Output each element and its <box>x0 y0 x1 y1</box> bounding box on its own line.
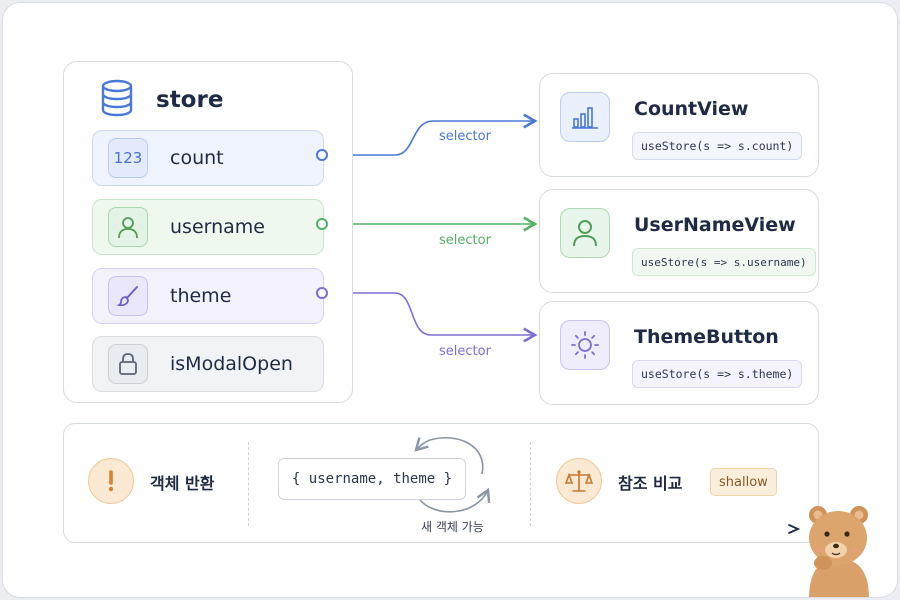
edge-theme-to-themebutton <box>327 292 538 343</box>
cycle-arrows-icon <box>414 436 491 513</box>
field-label-count: count <box>170 147 224 169</box>
component-countview[interactable]: CountView useStore(s => s.count) <box>539 73 819 177</box>
selector-code-themebutton: useStore(s => s.theme) <box>632 360 803 388</box>
user-icon <box>108 207 148 247</box>
edge-label-username: selector <box>439 233 491 248</box>
component-usernameview[interactable]: UserNameView useStore(s => s.username) <box>539 189 819 293</box>
scale-icon <box>556 458 602 504</box>
field-label-username: username <box>170 216 265 238</box>
edge-label-theme: selector <box>439 344 491 359</box>
store-field-count[interactable]: 123 count <box>92 130 324 186</box>
divider-left <box>248 442 249 526</box>
store-field-ismodalopen[interactable]: isModalOpen <box>92 336 324 392</box>
edge-label-count: selector <box>439 129 491 144</box>
brush-icon <box>108 276 148 316</box>
store-field-theme[interactable]: theme <box>92 268 324 324</box>
warning-icon <box>88 458 134 504</box>
object-return-code: { username, theme } <box>278 458 466 500</box>
divider-right <box>530 442 531 526</box>
selector-code-usernameview: useStore(s => s.username) <box>632 248 816 276</box>
component-title-countview: CountView <box>634 98 749 120</box>
user-icon <box>560 208 610 258</box>
shallow-badge: shallow <box>710 468 777 496</box>
field-label-theme: theme <box>170 285 232 307</box>
port-count[interactable] <box>316 149 328 161</box>
database-icon <box>100 79 134 121</box>
port-theme[interactable] <box>316 287 328 299</box>
component-title-themebutton: ThemeButton <box>634 326 779 348</box>
store-panel: store 123 count username theme isModalOp… <box>63 61 353 403</box>
sun-icon <box>560 320 610 370</box>
component-themebutton[interactable]: ThemeButton useStore(s => s.theme) <box>539 301 819 405</box>
bar-chart-icon <box>560 92 610 142</box>
bottom-panel: 객체 반환 { username, theme } 새 객체 가능 참조 비교 … <box>63 423 819 543</box>
new-object-label: 새 객체 가능 <box>421 520 484 534</box>
port-username[interactable] <box>316 218 328 230</box>
store-field-username[interactable]: username <box>92 199 324 255</box>
field-label-ismodalopen: isModalOpen <box>170 353 293 375</box>
lock-icon <box>108 344 148 384</box>
component-title-usernameview: UserNameView <box>634 214 796 236</box>
selector-code-countview: useStore(s => s.count) <box>632 132 803 160</box>
connector-layer <box>327 113 538 343</box>
store-title: store <box>156 87 224 113</box>
store-header: store <box>100 79 224 121</box>
edge-count-to-countview <box>327 113 538 156</box>
reference-compare-label: 참조 비교 <box>618 474 683 493</box>
object-return-label: 객체 반환 <box>150 474 215 493</box>
number-icon: 123 <box>108 138 148 178</box>
